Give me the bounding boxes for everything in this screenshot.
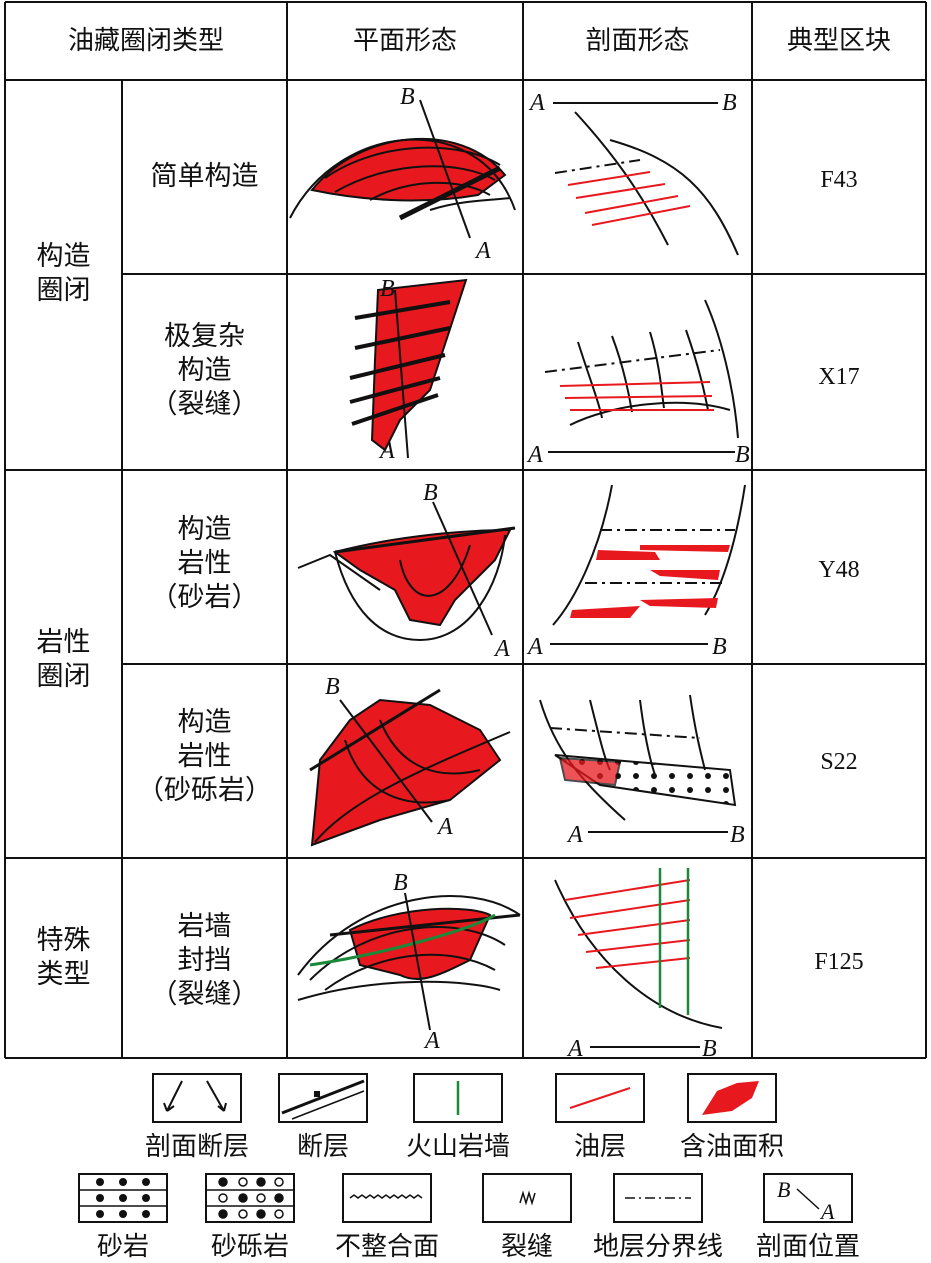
svg-text:A: A bbox=[566, 822, 583, 848]
oil-layer-icon bbox=[555, 1073, 645, 1123]
svg-text:A: A bbox=[526, 634, 543, 660]
subtype-complex-structure: 极复杂 构造 （裂缝） bbox=[150, 321, 259, 420]
header-typical-block: 典型区块 bbox=[786, 26, 891, 56]
fracture-icon bbox=[482, 1173, 572, 1223]
fault-icon bbox=[278, 1073, 368, 1123]
plan-sketch-complex: B A bbox=[349, 276, 468, 464]
legend-label: 剖面位置 bbox=[755, 1232, 860, 1262]
plan-sketch-conglomerate: B A bbox=[309, 674, 511, 847]
header-section-form: 剖面形态 bbox=[585, 26, 690, 56]
conglomerate-icon bbox=[205, 1173, 295, 1223]
svg-text:B: B bbox=[702, 1036, 717, 1062]
svg-text:B: B bbox=[777, 1177, 790, 1202]
marker-b: B bbox=[400, 84, 415, 110]
legend-label: 油层 bbox=[573, 1132, 626, 1162]
svg-text:B: B bbox=[393, 870, 408, 896]
group-label-structural: 构造 圈闭 bbox=[36, 241, 91, 306]
svg-text:B: B bbox=[730, 822, 745, 848]
stratum-boundary-icon bbox=[613, 1173, 703, 1223]
legend-label: 含油面积 bbox=[679, 1132, 784, 1162]
plan-sketch-simple: B A bbox=[289, 84, 516, 264]
legend-label: 砂砾岩 bbox=[210, 1232, 289, 1262]
svg-text:A: A bbox=[819, 1199, 835, 1223]
block-code: S22 bbox=[820, 749, 858, 775]
header-trap-type: 油藏圈闭类型 bbox=[67, 26, 224, 56]
svg-text:A: A bbox=[526, 442, 543, 468]
subtype-structure-litho-sandstone: 构造 岩性 （砂岩） bbox=[150, 514, 259, 613]
section-fault-icon bbox=[152, 1073, 242, 1123]
section-sketch-complex: A B bbox=[526, 299, 750, 468]
svg-text:B: B bbox=[712, 634, 727, 660]
legend-label: 裂缝 bbox=[500, 1232, 553, 1262]
svg-text:A: A bbox=[493, 636, 510, 662]
legend-label: 断层 bbox=[296, 1132, 349, 1162]
block-code: Y48 bbox=[818, 557, 860, 583]
subtype-dike-barrier: 岩墙 封挡 （裂缝） bbox=[150, 911, 259, 1010]
group-label-lithologic: 岩性 圈闭 bbox=[36, 627, 91, 692]
section-sketch-dike: A B bbox=[554, 868, 723, 1062]
svg-text:B: B bbox=[735, 442, 750, 468]
subtype-structure-litho-conglomerate: 构造 岩性 （砂砾岩） bbox=[137, 707, 272, 806]
legend-label: 砂岩 bbox=[96, 1232, 149, 1262]
svg-text:A: A bbox=[423, 1028, 440, 1054]
svg-text:B: B bbox=[380, 276, 395, 302]
oil-area-icon bbox=[687, 1073, 777, 1123]
header-plan-form: 平面形态 bbox=[352, 26, 457, 56]
sandstone-icon bbox=[78, 1173, 168, 1223]
subtype-simple-structure: 简单构造 bbox=[150, 161, 259, 192]
block-code: F125 bbox=[814, 949, 864, 975]
volcanic-dike-icon bbox=[413, 1073, 503, 1123]
svg-text:A: A bbox=[566, 1036, 583, 1062]
legend-label: 剖面断层 bbox=[144, 1132, 249, 1162]
svg-text:B: B bbox=[325, 674, 340, 700]
group-label-special: 特殊 类型 bbox=[36, 925, 91, 990]
section-sketch-simple: A B bbox=[528, 90, 739, 256]
marker-a: A bbox=[474, 238, 491, 264]
unconformity-icon bbox=[342, 1173, 432, 1223]
section-sketch-conglomerate: A B bbox=[539, 694, 745, 848]
svg-text:A: A bbox=[436, 814, 453, 840]
block-code: F43 bbox=[820, 167, 858, 193]
legend-label: 地层分界线 bbox=[592, 1232, 723, 1262]
plan-sketch-dike: B A bbox=[297, 870, 521, 1054]
section-sketch-sandstone: A B bbox=[526, 484, 746, 660]
svg-text:A: A bbox=[528, 90, 545, 116]
plan-sketch-sandstone: B A bbox=[297, 480, 516, 662]
legend-label: 不整合面 bbox=[334, 1232, 439, 1262]
svg-text:B: B bbox=[722, 90, 737, 116]
block-code: X17 bbox=[818, 364, 860, 390]
legend-label: 火山岩墙 bbox=[405, 1132, 510, 1162]
svg-text:B: B bbox=[423, 480, 438, 506]
section-location-icon: B A bbox=[763, 1173, 853, 1223]
svg-text:A: A bbox=[378, 438, 395, 464]
